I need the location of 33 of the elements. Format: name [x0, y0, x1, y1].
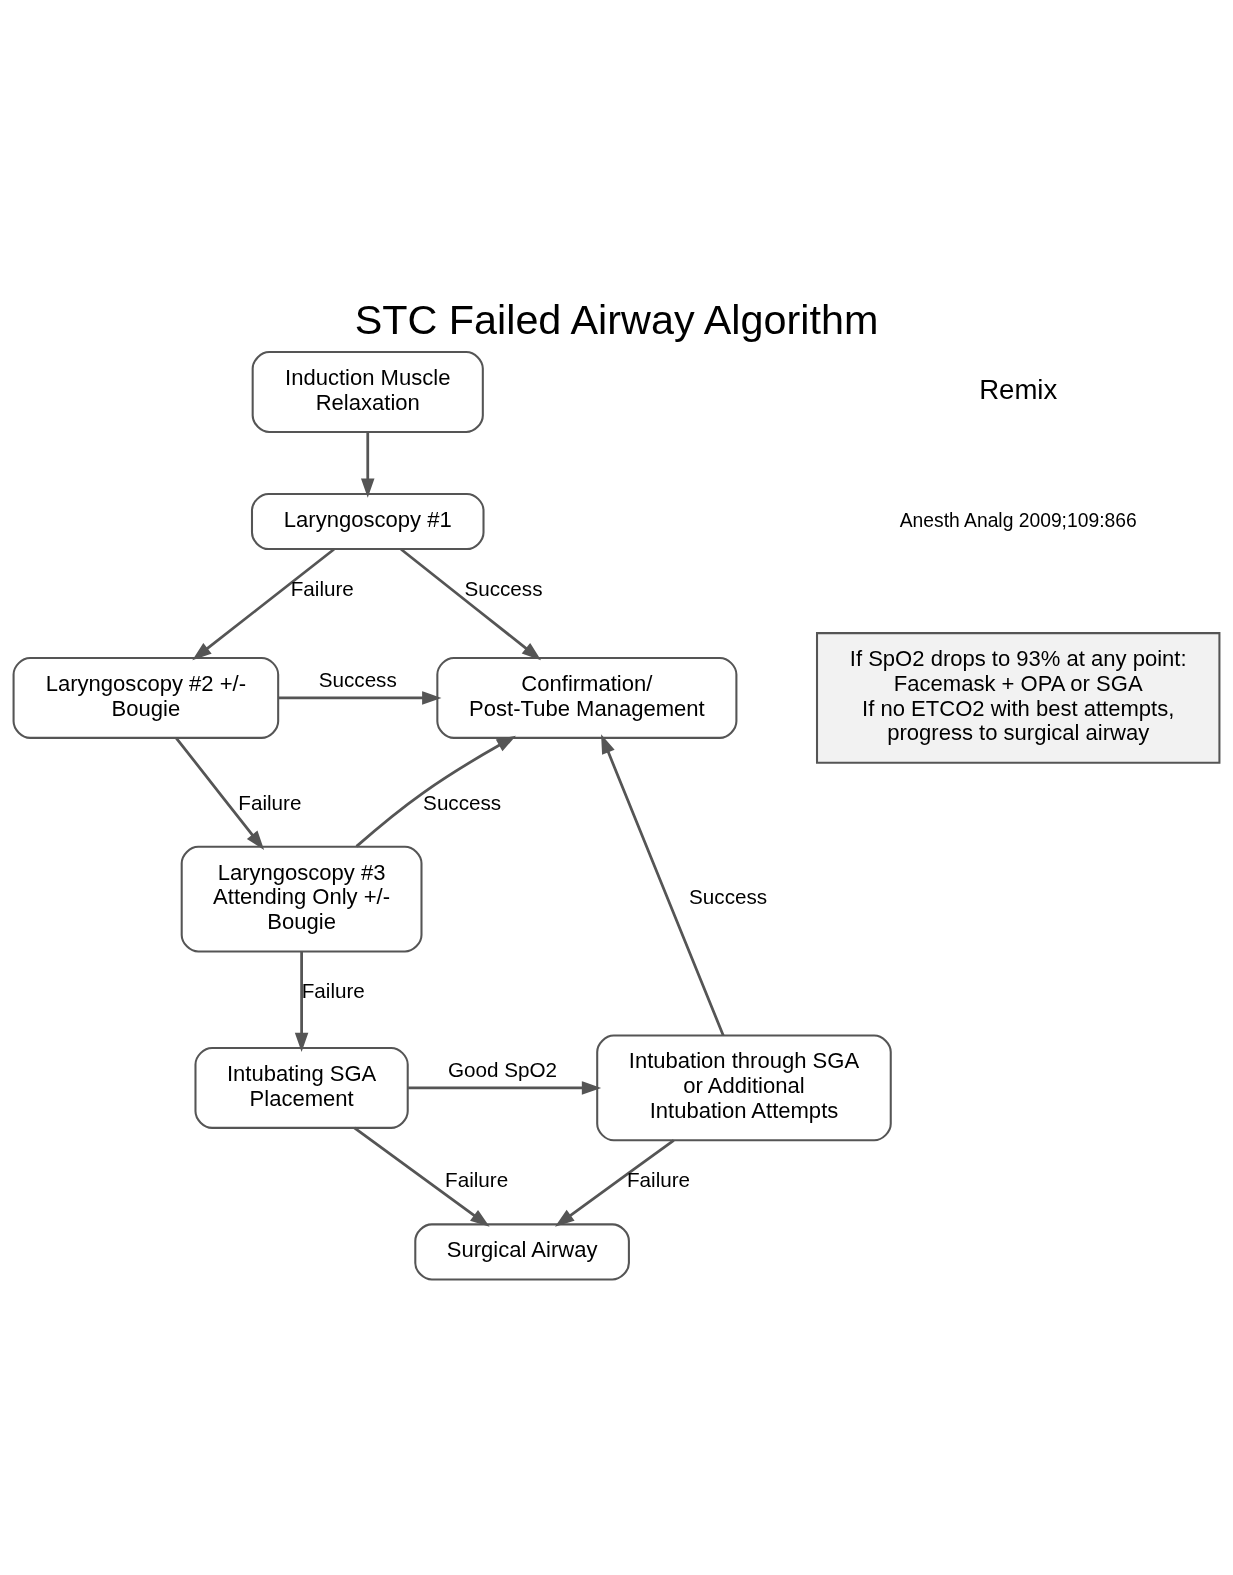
- edge-label: Success: [464, 576, 543, 600]
- node-box: Confirmation/ Post-Tube Management: [436, 656, 738, 739]
- node-box: Surgical Airway: [414, 1223, 630, 1281]
- node-box: Laryngoscopy #3 Attending Only +/- Bougie: [180, 845, 423, 953]
- node-box: If SpO2 drops to 93% at any point: Facemask + OPA or SGA If no ETCO2 with best attempts, progress to surgical airway: [816, 632, 1221, 764]
- node-box: Laryngoscopy #1: [250, 492, 485, 551]
- node-box: Intubating SGA Placement: [194, 1046, 409, 1129]
- arrow: [294, 951, 309, 1052]
- arrow: [192, 548, 335, 661]
- edge-label: Success: [423, 790, 502, 814]
- edge-label: Failure: [238, 790, 302, 814]
- edge-label: Failure: [626, 1168, 691, 1192]
- label: Anesth Analg 2009;109:866: [899, 509, 1137, 531]
- label: Remix: [979, 373, 1058, 405]
- edge-label: Good SpO2: [447, 1057, 558, 1081]
- arrow: [601, 734, 725, 1036]
- arrow: [353, 1126, 490, 1227]
- diagram-title: STC Failed Airway Algorithm: [354, 297, 879, 344]
- edge-label: Failure: [445, 1168, 509, 1192]
- arrow: [400, 548, 542, 661]
- node-box: Laryngoscopy #2 +/- Bougie: [12, 656, 280, 739]
- arrow: [555, 1139, 675, 1227]
- node-box: Intubation through SGA or Additional Intubation Attempts: [596, 1034, 892, 1142]
- arrow: [361, 432, 375, 498]
- arrow: [355, 735, 516, 848]
- edge-label: Failure: [301, 979, 365, 1003]
- edge-label: Success: [318, 667, 397, 691]
- arrow: [408, 1081, 602, 1095]
- edge-label: Failure: [290, 576, 354, 600]
- arrow: [175, 737, 265, 850]
- node-box: Induction Muscle Relaxation: [251, 351, 484, 433]
- arrow: [278, 691, 442, 705]
- edge-label: Success: [689, 884, 768, 908]
